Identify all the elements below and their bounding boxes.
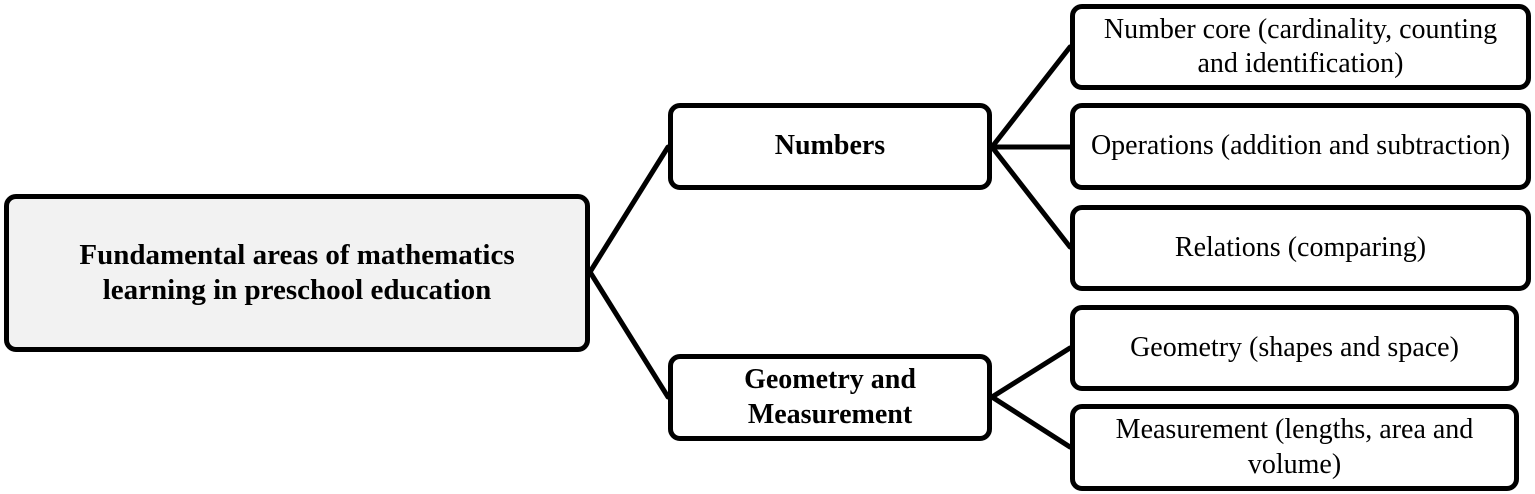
leaf-node-geometry-shapes: Geometry (shapes and space) [1070,305,1519,391]
connector-root-to-numbers [587,144,671,275]
leaf-node-number-core-label: Number core (cardinality, counting and i… [1103,13,1498,79]
leaf-node-geometry-shapes-label: Geometry (shapes and space) [1130,331,1459,363]
leaf-node-number-core: Number core (cardinality, counting and i… [1070,4,1531,90]
leaf-node-relations: Relations (comparing) [1070,205,1531,291]
leaf-node-relations-label: Relations (comparing) [1174,231,1427,263]
connector-root-to-geometry [587,269,671,400]
leaf-node-operations-label: Operations (addition and subtraction) [1090,130,1511,162]
leaf-node-operations: Operations (addition and subtraction) [1070,103,1531,190]
connector-numbers-to-relations [989,144,1073,250]
branch-node-numbers-label: Numbers [774,130,886,162]
connector-geometry-to-shapes [989,345,1073,400]
root-node-label: Fundamental areas of mathematics learnin… [79,238,515,306]
connector-numbers-to-number-core [989,44,1073,150]
branch-node-geometry-measurement: Geometry and Measurement [668,354,992,441]
root-node: Fundamental areas of mathematics learnin… [4,194,590,352]
branch-node-numbers: Numbers [668,103,992,190]
branch-node-geometry-measurement-label: Geometry and Measurement [744,364,916,430]
leaf-node-measurement-label: Measurement (lengths, area and volume) [1115,414,1474,480]
connector-geometry-to-measurement [989,394,1073,450]
leaf-node-measurement: Measurement (lengths, area and volume) [1070,404,1519,491]
